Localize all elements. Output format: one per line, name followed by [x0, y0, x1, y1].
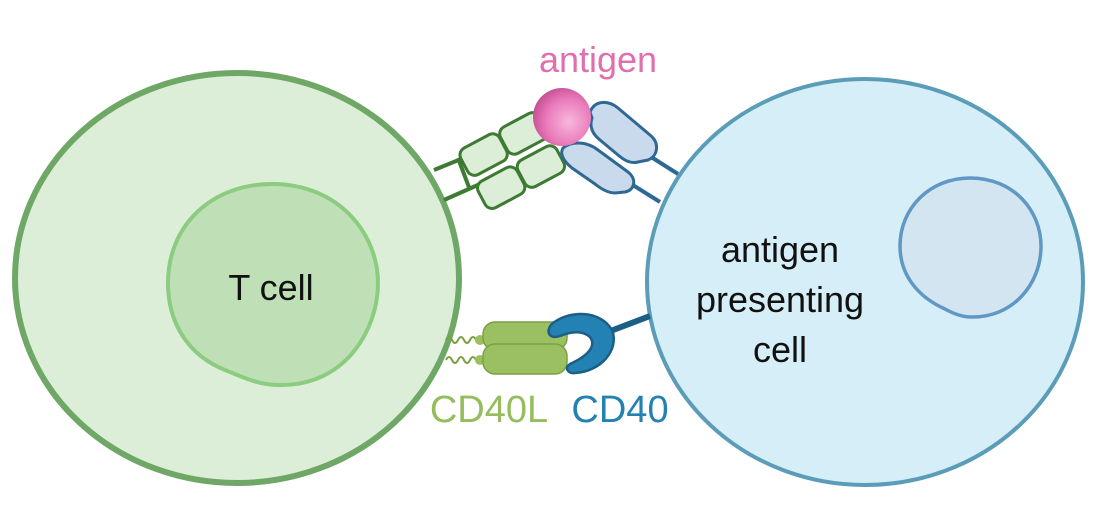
t-cell-nucleus [165, 181, 381, 388]
cd40-molecule [547, 312, 652, 375]
t-cell-label: T cell [228, 267, 313, 308]
mhc-molecule [560, 101, 680, 204]
apc-label-line1: antigen [721, 229, 839, 270]
t-cell [12, 70, 462, 486]
antigen-molecule [533, 88, 591, 146]
antigen-presenting-cell [645, 77, 1085, 487]
apc-label-line3: cell [753, 329, 807, 370]
apc-nucleus [898, 176, 1043, 319]
cd40-label: CD40 [571, 389, 668, 431]
cd40l-molecule [445, 321, 568, 375]
apc-label-line2: presenting [696, 279, 864, 320]
antigen-label: antigen [539, 39, 657, 80]
cd40l-label: CD40L [430, 389, 548, 431]
